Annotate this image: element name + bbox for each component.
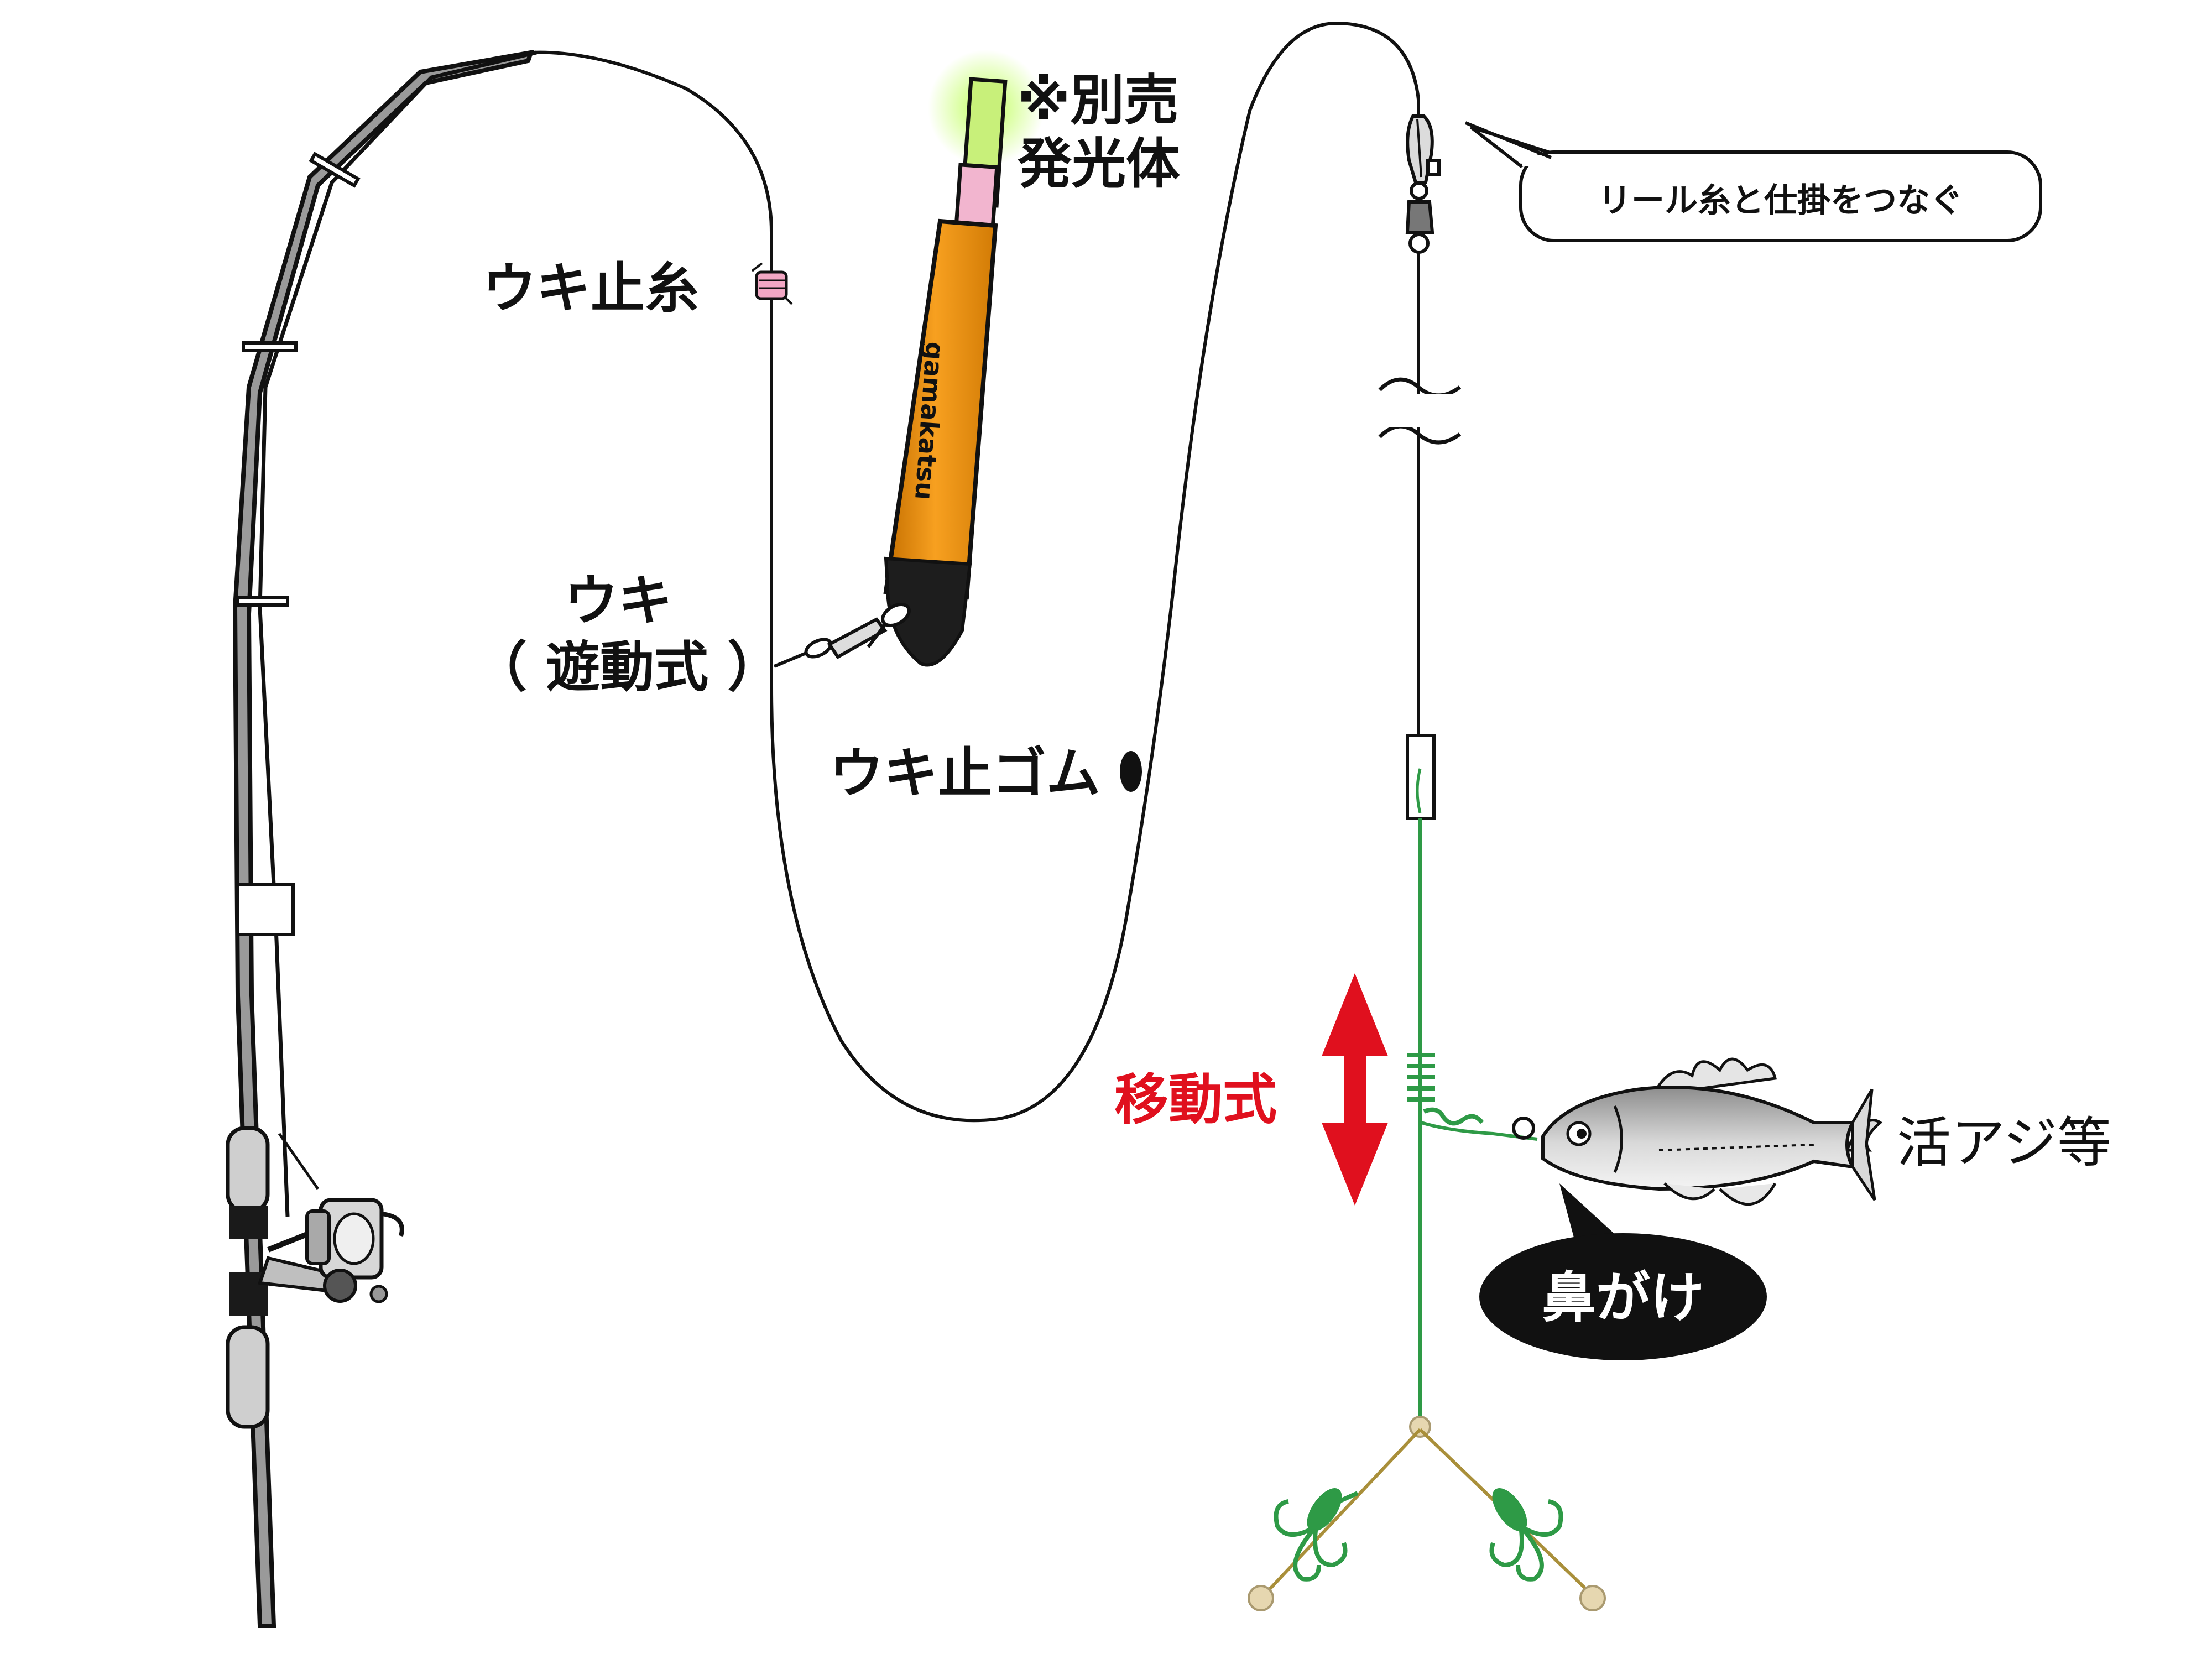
snap-swivel: [1405, 114, 1441, 254]
movable-arrow: [1322, 973, 1388, 1206]
fishing-rod: [226, 49, 537, 1628]
bait-fish: [1541, 1057, 1883, 1206]
treble-hook-rig: [1248, 1416, 1606, 1611]
float-swivel: [773, 603, 911, 668]
sliding-coil: [1407, 1053, 1484, 1126]
main-line: [530, 21, 1420, 1123]
nose-hook-callout: [1479, 1183, 1767, 1360]
treble-hook-right: [1489, 1499, 1563, 1582]
uki-stop-thread-label: ウキ止糸: [482, 257, 699, 320]
live-bait-label: 活アジ等: [1897, 1112, 2111, 1175]
fish-body: [1541, 1086, 1856, 1191]
uki-stop-thread: [751, 262, 793, 305]
rod-grip-upper: [226, 1126, 270, 1213]
separately-sold-label: ※別売: [1018, 69, 1178, 132]
float-type-label: （ 遊動式 ）: [473, 636, 781, 699]
treble-hook-left: [1274, 1499, 1348, 1582]
uki-stop-rubber: [1120, 751, 1142, 792]
reel-connect-label: リール糸と仕掛をつなぐ: [1598, 181, 1963, 220]
uki-stop-rubber-label: ウキ止ゴム: [830, 742, 1100, 805]
float-label: ウキ: [564, 570, 672, 633]
light-stick-label: 発光体: [1017, 133, 1180, 196]
spinning-reel: [257, 1133, 404, 1303]
float: gamakatsu: [773, 50, 1044, 668]
connector-tube: [1406, 734, 1436, 820]
nose-hook-label: 鼻がけ: [1542, 1266, 1704, 1329]
movable-label: 移動式: [1114, 1068, 1277, 1131]
rod-grip-lower: [226, 1325, 270, 1429]
reel-connect-callout: [1464, 121, 2042, 242]
